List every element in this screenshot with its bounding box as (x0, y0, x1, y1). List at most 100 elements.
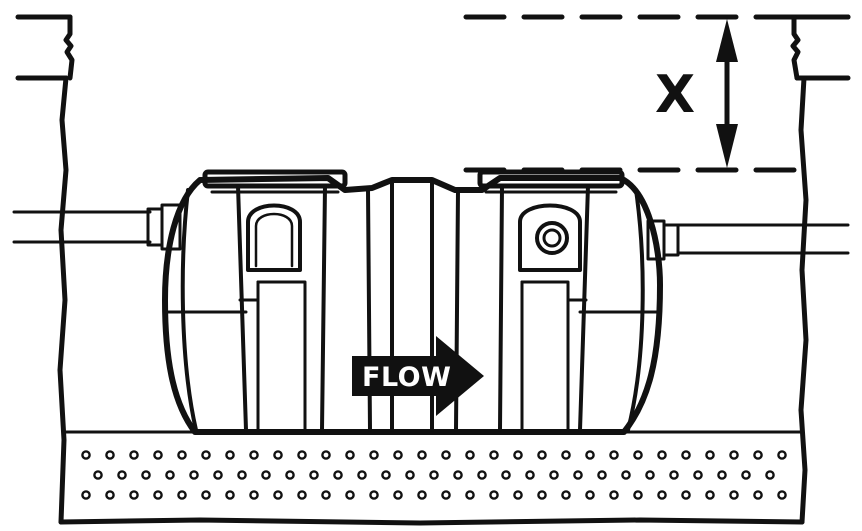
gravel-dot (513, 490, 523, 500)
gravel-dot (381, 470, 391, 480)
gravel-dots (81, 450, 787, 500)
outlet-port (518, 203, 582, 272)
gravel-dot (477, 470, 487, 480)
gravel-dot (537, 490, 547, 500)
gravel-dot (285, 470, 295, 480)
inlet-coupling (146, 207, 164, 247)
gravel-dot (321, 490, 331, 500)
gravel-dot (441, 450, 451, 460)
gravel-dot (453, 470, 463, 480)
gravel-dot (489, 490, 499, 500)
gravel-dot (273, 450, 283, 460)
gravel-dot (549, 470, 559, 480)
dimension-arrow (716, 19, 738, 168)
gravel-dot (201, 490, 211, 500)
gravel-dot (681, 450, 691, 460)
gravel-dot (609, 490, 619, 500)
gravel-dot (225, 450, 235, 460)
gravel-dot (273, 490, 283, 500)
gravel-dot (585, 490, 595, 500)
gravel-dot (753, 450, 763, 460)
gravel-dot (645, 470, 655, 480)
gravel-dot (345, 450, 355, 460)
gravel-dot (657, 490, 667, 500)
left-access-lid (202, 169, 348, 189)
gravel-dot (333, 470, 343, 480)
gravel-dot (441, 490, 451, 500)
gravel-dot (405, 470, 415, 480)
dimension-label: X (655, 65, 695, 125)
gravel-dot (777, 450, 787, 460)
gravel-dot (249, 490, 259, 500)
outlet-pipe (646, 219, 850, 261)
inlet-pipe (12, 203, 182, 251)
gravel-dot (261, 470, 271, 480)
gravel-dot (369, 450, 379, 460)
gravel-dot (309, 470, 319, 480)
gravel-dot (165, 470, 175, 480)
gravel-dot (729, 490, 739, 500)
gravel-dot (609, 450, 619, 460)
left-trench-wall (57, 75, 69, 525)
gravel-dot (129, 490, 139, 500)
gravel-dot (189, 470, 199, 480)
gravel-dot (237, 470, 247, 480)
gravel-dot (93, 470, 103, 480)
arrow-head-down (716, 124, 738, 168)
gravel-dot (81, 450, 91, 460)
gravel-dot (129, 450, 139, 460)
gravel-dot (657, 450, 667, 460)
gravel-dot (297, 450, 307, 460)
gravel-dot (81, 490, 91, 500)
gravel-dot (693, 470, 703, 480)
gravel-dot (177, 490, 187, 500)
tank-belt (166, 280, 662, 432)
gravel-dot (393, 490, 403, 500)
left-break-mark (63, 14, 75, 81)
gravel-dot (561, 490, 571, 500)
gravel-dot (681, 490, 691, 500)
gravel-dot (741, 470, 751, 480)
gravel-dot (417, 490, 427, 500)
gravel-dot (465, 450, 475, 460)
gravel-dot (597, 470, 607, 480)
gravel-dot (153, 450, 163, 460)
gravel-dot (105, 450, 115, 460)
gravel-dot (249, 450, 259, 460)
gravel-dot (513, 450, 523, 460)
gravel-dot (141, 470, 151, 480)
gravel-dot (465, 490, 475, 500)
gravel-dot (705, 450, 715, 460)
gravel-dot (321, 450, 331, 460)
gravel-dot (573, 470, 583, 480)
gravel-dot (537, 450, 547, 460)
gravel-dot (429, 470, 439, 480)
gravel-dot (393, 450, 403, 460)
gravel-dot (633, 490, 643, 500)
flow-arrow: FLOW (352, 336, 484, 416)
gravel-dot (417, 450, 427, 460)
tank-body (162, 175, 663, 435)
gravel-dot (201, 450, 211, 460)
inlet-baffle (246, 203, 302, 272)
gravel-dot (213, 470, 223, 480)
gravel-dot (561, 450, 571, 460)
gravel-dot (357, 470, 367, 480)
excavation-bottom (58, 517, 805, 526)
gravel-dot (717, 470, 727, 480)
gravel-dot (777, 490, 787, 500)
gravel-dot (117, 470, 127, 480)
gravel-dot (489, 450, 499, 460)
flow-label: FLOW (362, 362, 451, 393)
gravel-dot (153, 490, 163, 500)
gravel-dot (729, 450, 739, 460)
gravel-dot (297, 490, 307, 500)
gravel-dot (621, 470, 631, 480)
gravel-dot (705, 490, 715, 500)
gravel-dot (669, 470, 679, 480)
right-trench-wall (798, 75, 809, 525)
gravel-dot (345, 490, 355, 500)
right-access-lid (477, 169, 625, 189)
